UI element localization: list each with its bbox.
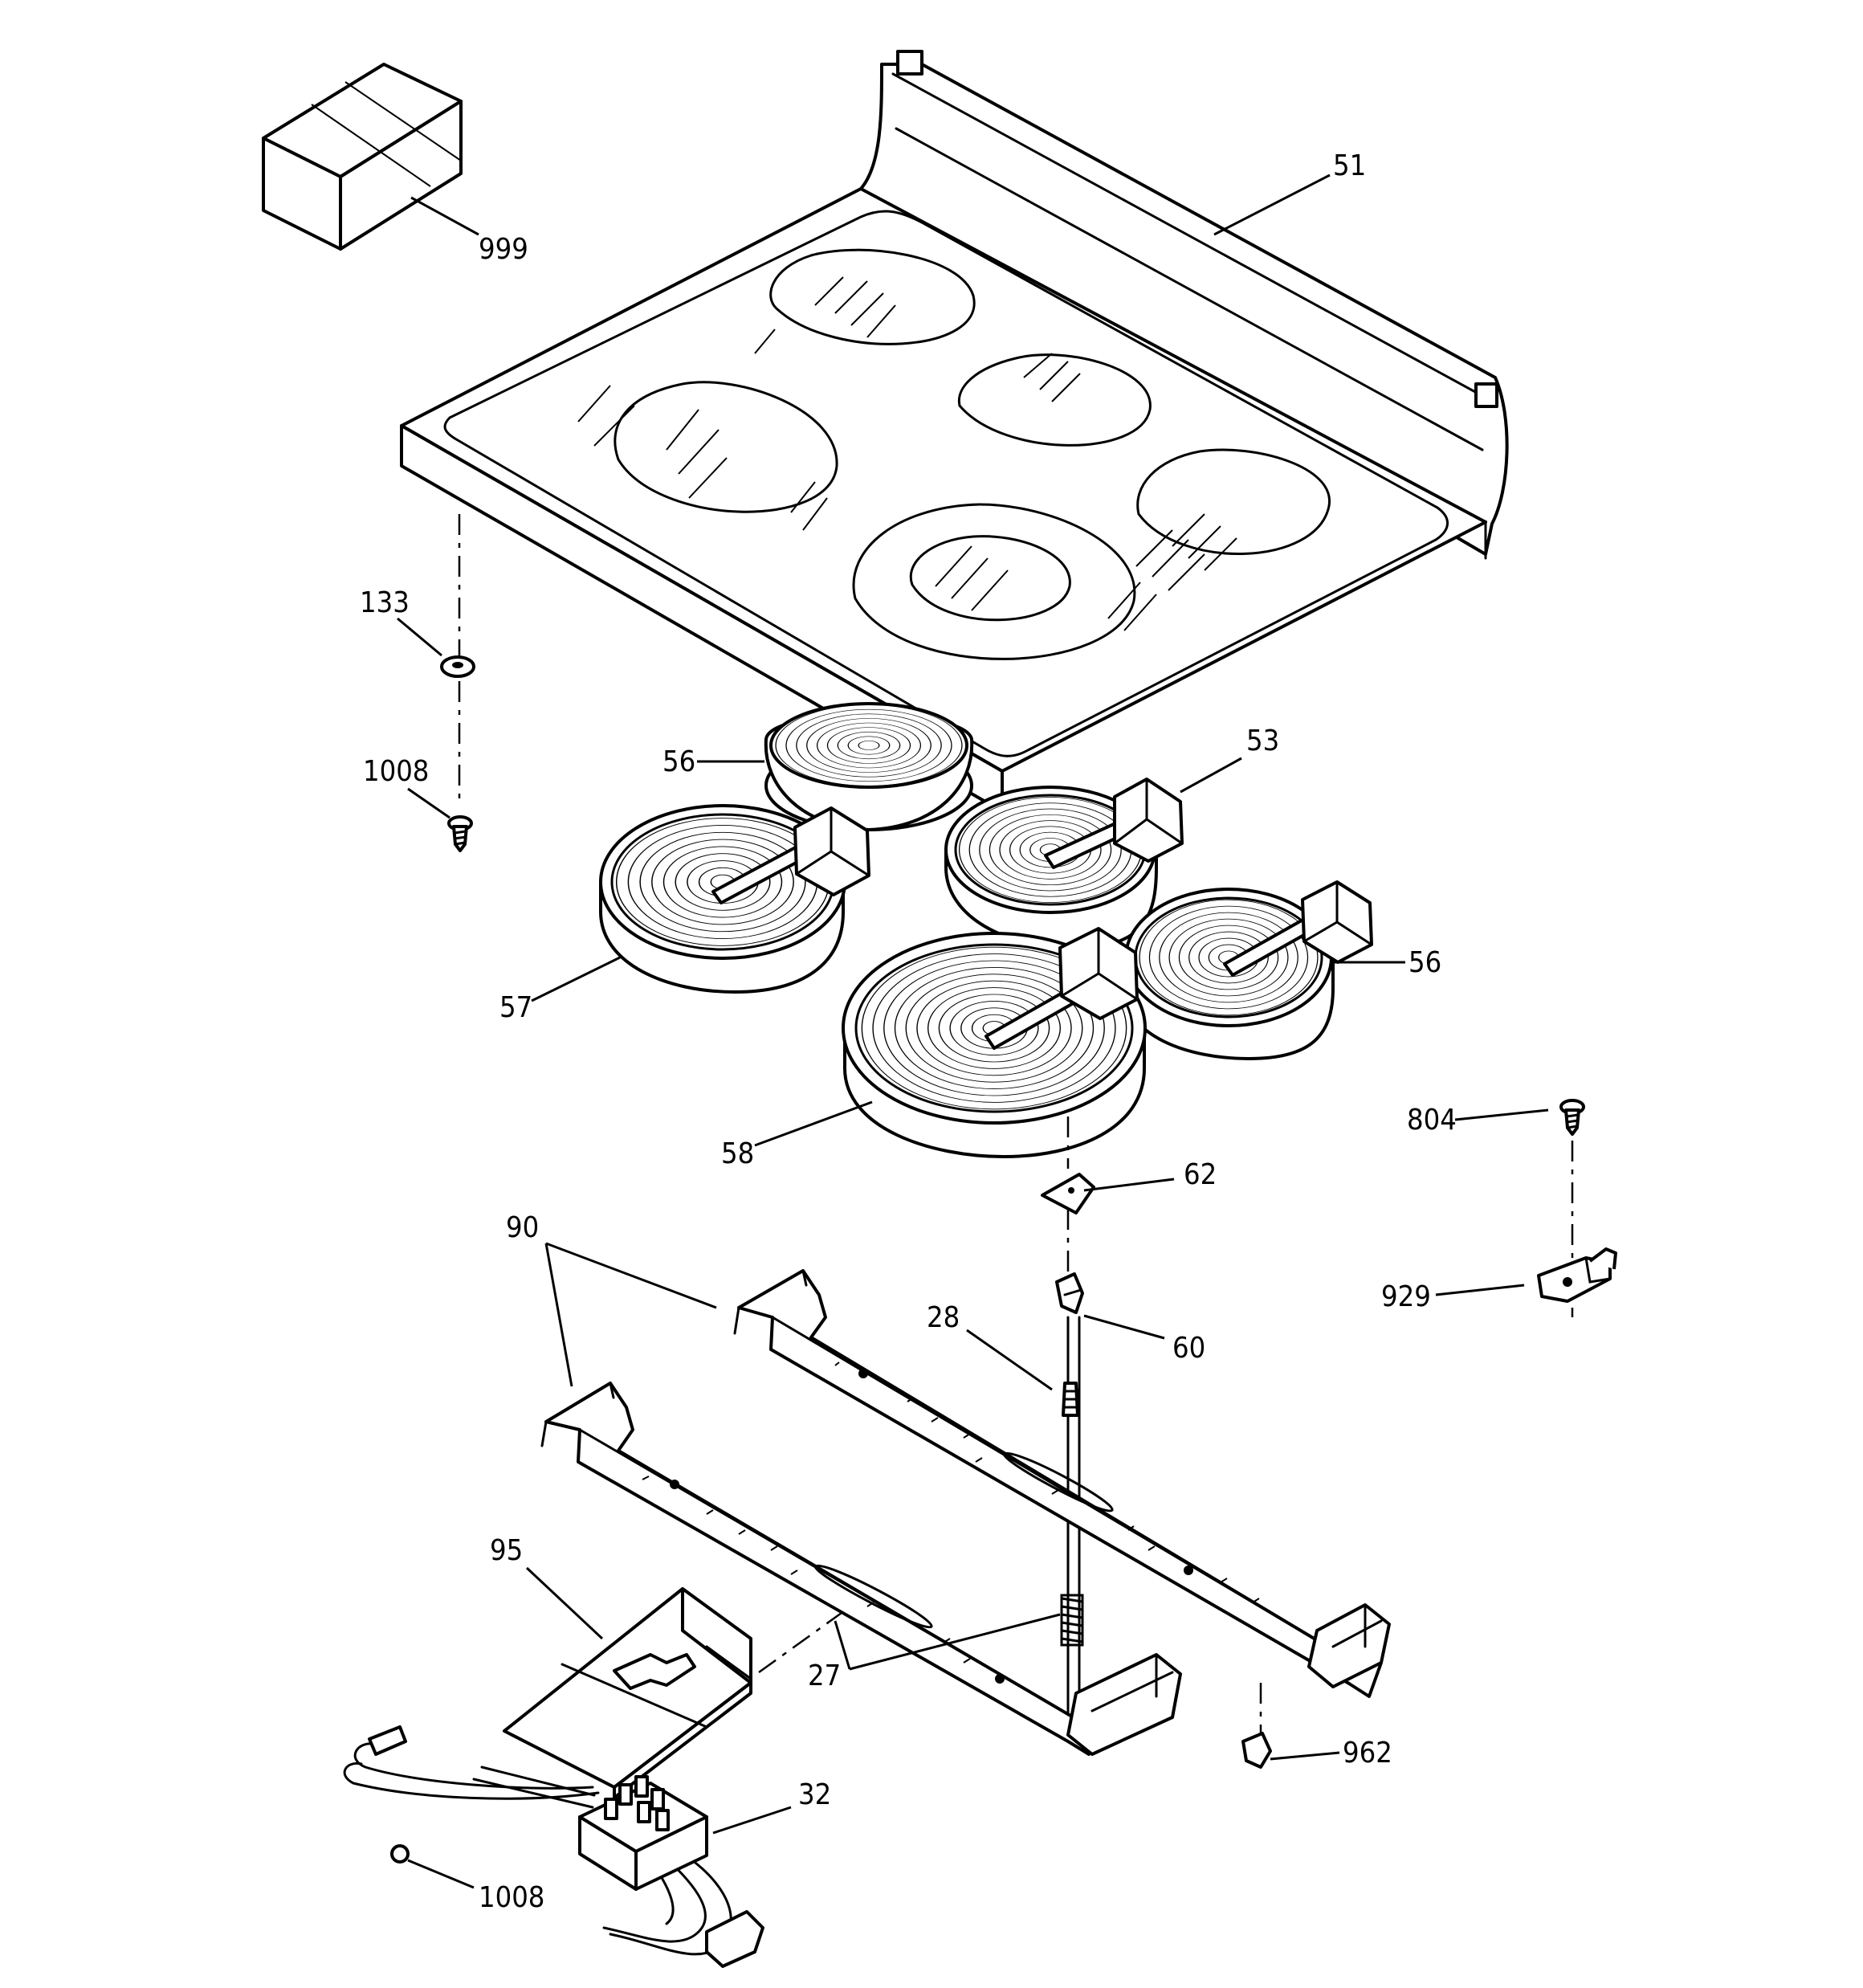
callout-58: 58	[721, 1137, 754, 1170]
callout-95: 95	[490, 1534, 523, 1567]
box-999	[262, 63, 463, 251]
clip-962	[1241, 1732, 1272, 1769]
axis-95-rail	[758, 1611, 842, 1674]
callout-1008b: 1008	[479, 1881, 544, 1914]
element-56-rear	[764, 702, 974, 831]
callout-133: 133	[360, 586, 410, 619]
harness-wires	[343, 1725, 764, 1968]
bracket-929	[1537, 1247, 1617, 1303]
screw-804	[1559, 1099, 1585, 1136]
callout-962: 962	[1343, 1737, 1392, 1770]
burner-ring-back-left	[769, 248, 976, 345]
callout-32: 32	[798, 1778, 831, 1811]
screw-1008-top	[447, 815, 473, 852]
callouts: 999 51 133 1008 56 53 56 57 58 804 62 90…	[360, 149, 1457, 1914]
spacer-133	[440, 655, 475, 678]
burner-ring-center-right	[1136, 448, 1331, 556]
rail-90-front	[540, 1382, 1182, 1756]
callout-1008a: 1008	[363, 755, 429, 788]
burner-ring-back-right	[957, 353, 1152, 447]
callout-999: 999	[479, 233, 528, 266]
element-57	[599, 804, 870, 994]
spring-27	[1060, 1594, 1084, 1647]
callout-804: 804	[1407, 1104, 1457, 1137]
callout-27: 27	[808, 1659, 841, 1692]
leader-lines	[397, 173, 1549, 1889]
cover-95	[503, 1587, 752, 1799]
callout-53: 53	[1246, 725, 1279, 757]
callout-62: 62	[1184, 1158, 1217, 1191]
callout-929: 929	[1381, 1280, 1431, 1313]
callout-56a: 56	[662, 745, 695, 778]
burner-ring-front-center	[852, 503, 1136, 660]
rail-90-back	[733, 1269, 1391, 1698]
clip-62	[1041, 1173, 1095, 1214]
element-56-front	[1123, 880, 1373, 1060]
callout-51: 51	[1333, 149, 1366, 182]
callout-57: 57	[499, 991, 532, 1024]
bracket-60	[1055, 1272, 1084, 1314]
callout-28: 28	[927, 1301, 960, 1334]
screw-1008-bottom	[390, 1844, 410, 1863]
element-53	[944, 778, 1184, 949]
callout-90: 90	[506, 1211, 539, 1244]
terminal-block-32	[578, 1775, 708, 1891]
burner-ring-front-left	[614, 381, 838, 513]
callout-56b: 56	[1408, 946, 1441, 979]
element-58	[842, 927, 1147, 1158]
pin-28	[1062, 1382, 1079, 1417]
callout-60: 60	[1172, 1332, 1205, 1365]
